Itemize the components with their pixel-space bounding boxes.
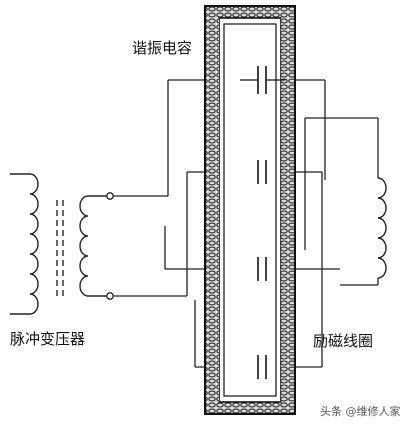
- pulse-transformer-label: 脉冲变压器: [10, 330, 86, 348]
- capacitor-3: [257, 257, 267, 281]
- terminal-top: [106, 192, 114, 200]
- capacitor-4: [257, 355, 267, 379]
- excitation-coil: [377, 177, 387, 279]
- resonant-capacitor-label: 谐振电容: [132, 39, 193, 57]
- excitation-coil-label: 励磁线圈: [313, 332, 374, 350]
- watermark: 头条 @维修人家: [318, 402, 403, 420]
- terminal-bottom: [106, 292, 114, 300]
- capacitor-1: [240, 66, 285, 94]
- pulse-transformer: [10, 173, 110, 315]
- shielded-conductor-frame: [204, 5, 296, 415]
- capacitor-2: [257, 160, 267, 184]
